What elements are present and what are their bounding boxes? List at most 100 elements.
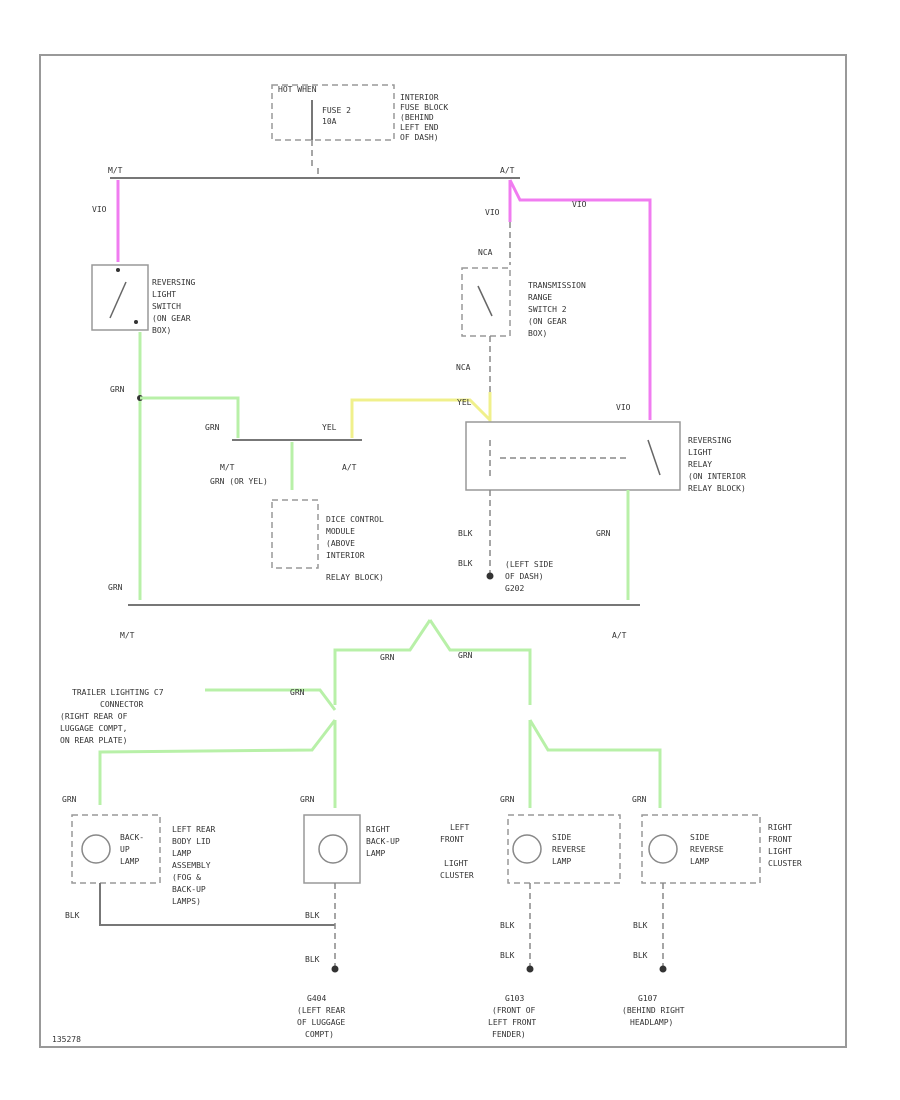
g202-line-2: OF DASH) <box>505 572 544 581</box>
diagram-id: 135278 <box>52 1035 81 1044</box>
dice-control-module <box>271 499 319 569</box>
blk-lamp1-label: BLK <box>65 911 80 920</box>
blk-lamp2-label: BLK <box>305 911 320 920</box>
g404-line-3: OF LUGGAGE <box>297 1018 345 1027</box>
relay-line-2: LIGHT <box>688 448 712 457</box>
blk-lamp4-label: BLK <box>633 921 648 930</box>
grn-trailer-label: GRN <box>290 688 305 697</box>
lamp4-label-2: REVERSE <box>690 845 724 854</box>
trans-switch-contact <box>477 285 493 317</box>
lamp4-label-1: SIDE <box>690 833 709 842</box>
g202-line-3: G202 <box>505 584 524 593</box>
grn-bottom-left-label: GRN <box>108 583 123 592</box>
vio-top-label: VIO <box>572 200 587 209</box>
lamp2-desc-1: RIGHT <box>366 825 390 834</box>
grn-split-left <box>333 619 432 705</box>
nca-c2-label: NCA <box>456 363 471 372</box>
lamp3-pre-2: FRONT <box>440 835 464 844</box>
fuse-block-line-3: (BEHIND <box>400 113 434 122</box>
lamp2-desc-3: LAMP <box>366 849 385 858</box>
lamp4-desc-3: LIGHT <box>768 847 792 856</box>
g103-line-1: G103 <box>505 994 524 1003</box>
right-side-reverse-lamp <box>641 814 761 884</box>
lamp4-desc-4: CLUSTER <box>768 859 802 868</box>
g107-line-2: (BEHIND RIGHT <box>622 1006 685 1015</box>
trans-switch-line-5: BOX) <box>528 329 547 338</box>
grn-split1-label: GRN <box>380 653 395 662</box>
mt-top-label: M/T <box>108 166 123 175</box>
diagram-frame <box>39 54 847 1048</box>
lamp4-desc-2: FRONT <box>768 835 792 844</box>
lamp3-pre-4: CLUSTER <box>440 871 474 880</box>
grn-junction-label: GRN <box>205 423 220 432</box>
g103-line-4: FENDER) <box>492 1030 526 1039</box>
g103-line-2: (FRONT OF <box>492 1006 536 1015</box>
trailer-line-5: ON REAR PLATE) <box>60 736 127 745</box>
g107-line-3: HEADLAMP) <box>630 1018 673 1027</box>
backup-lamp-1 <box>81 834 111 864</box>
blk-relay2-label: BLK <box>458 559 473 568</box>
lamp1-desc-5: (FOG & <box>172 873 201 882</box>
relay-line-1: REVERSING <box>688 436 732 445</box>
g404-line-2: (LEFT REAR <box>297 1006 345 1015</box>
nca-label: NCA <box>478 248 493 257</box>
lamp2-desc-2: BACK-UP <box>366 837 400 846</box>
rev-switch-line-2: LIGHT <box>152 290 176 299</box>
switch-terminal-bottom <box>134 320 138 324</box>
g404-line-1: G404 <box>307 994 326 1003</box>
ground-g107 <box>659 965 667 973</box>
relay-coil <box>489 440 630 478</box>
lamp1-desc-1: LEFT REAR <box>172 825 216 834</box>
grn-split2-label: GRN <box>458 651 473 660</box>
fuse-block-line-4: LEFT END <box>400 123 439 132</box>
vio-left-label: VIO <box>92 205 107 214</box>
trailer-line-3: (RIGHT REAR OF <box>60 712 128 721</box>
grn-branch <box>140 396 240 438</box>
grn-split-right <box>428 619 532 705</box>
vio-relay-label: VIO <box>616 403 631 412</box>
dice-line-5: RELAY BLOCK) <box>326 573 384 582</box>
grn-trailer-wire <box>205 688 337 711</box>
fuse-label: FUSE 2 <box>322 106 351 115</box>
lamp3-pre-3: LIGHT <box>444 859 468 868</box>
grn-lamp1-label: GRN <box>62 795 77 804</box>
trans-switch-line-2: RANGE <box>528 293 552 302</box>
lamp1-desc-4: ASSEMBLY <box>172 861 211 870</box>
rev-switch-line-4: (ON GEAR <box>152 314 191 323</box>
g103-line-3: LEFT FRONT <box>488 1018 536 1027</box>
lamp1-label-1: BACK- <box>120 833 144 842</box>
g202-line-1: (LEFT SIDE <box>505 560 553 569</box>
switch-terminal-top <box>116 268 120 272</box>
blk-lamp2b-label: BLK <box>305 955 320 964</box>
switch-contact <box>109 281 127 319</box>
yel-label: YEL <box>322 423 337 432</box>
ground-g103 <box>526 965 534 973</box>
left-side-reverse-lamp <box>507 814 621 884</box>
reversing-light-switch <box>91 264 149 331</box>
trans-switch-line-3: SWITCH 2 <box>528 305 567 314</box>
blk-lamp3b-label: BLK <box>500 951 515 960</box>
trailer-line-4: LUGGAGE COMPT, <box>60 724 127 733</box>
yel-wire <box>350 398 492 438</box>
fuse-amp-label: 10A <box>322 117 337 126</box>
relay-line-4: (ON INTERIOR <box>688 472 746 481</box>
fuse-block-line-2: FUSE BLOCK <box>400 103 448 112</box>
right-backup-lamp <box>303 814 361 884</box>
relay-line-3: RELAY <box>688 460 712 469</box>
rev-switch-line-5: BOX) <box>152 326 171 335</box>
trans-switch-line-1: TRANSMISSION <box>528 281 586 290</box>
lamp1-desc-3: LAMP <box>172 849 191 858</box>
rev-switch-line-1: REVERSING <box>152 278 196 287</box>
grn-lamp3-label: GRN <box>500 795 515 804</box>
lamp1-label-2: UP <box>120 845 130 854</box>
g107-line-1: G107 <box>638 994 657 1003</box>
reversing-light-relay <box>465 421 681 491</box>
side-reverse-lamp-2 <box>648 834 678 864</box>
lamp4-label-3: LAMP <box>690 857 709 866</box>
blk-lamp1-wire <box>99 883 335 926</box>
mt-mid-label: M/T <box>220 463 235 472</box>
g404-line-4: COMPT) <box>305 1030 334 1039</box>
ground-g202 <box>486 572 494 580</box>
lamp4-desc-1: RIGHT <box>768 823 792 832</box>
vio-right-wire <box>508 179 652 420</box>
